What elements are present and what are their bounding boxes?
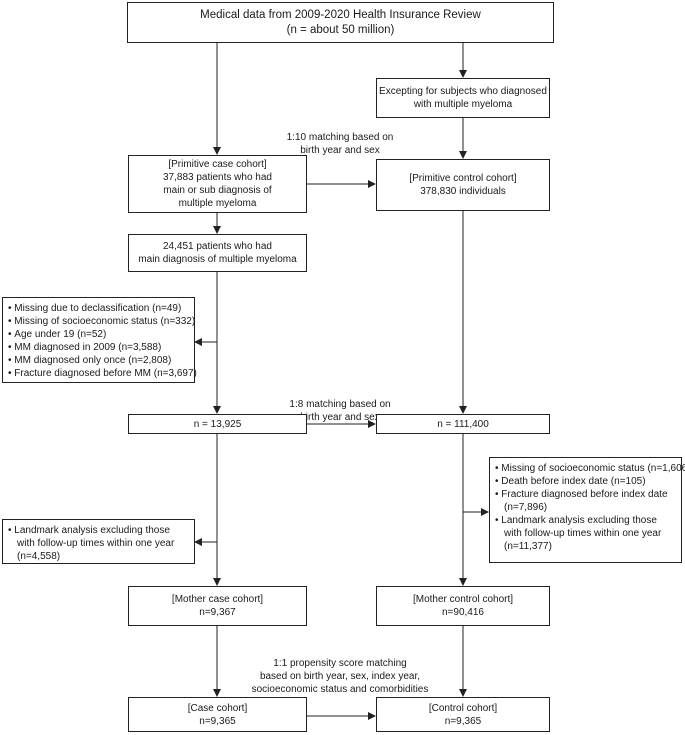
exclusion-item: Missing of socioeconomic status (n=332)	[8, 315, 195, 328]
psm-label: 1:1 propensity score matching based on b…	[240, 657, 440, 696]
exclude-mm-box: Excepting for subjects who diagnosed wit…	[376, 78, 550, 118]
control-exclusion-item: Fracture diagnosed before index date	[495, 488, 676, 501]
exclusion-item: Missing due to declassification (n=49)	[8, 302, 189, 315]
psm-line3: socioeconomic status and comorbidities	[251, 684, 429, 695]
case-cohort-box: [Case cohort] n=9,365	[128, 697, 307, 732]
exclusion-item: Age under 19 (n=52)	[8, 328, 189, 341]
primitive-case-line3: main or sub diagnosis of	[163, 185, 272, 196]
primitive-case-line2: 37,883 patients who had	[163, 172, 272, 183]
n-case-label: n = 13,925	[193, 418, 242, 430]
control-cohort-box: [Control cohort] n=9,365	[376, 697, 550, 732]
landmark-case-text1: Landmark analysis excluding those	[14, 525, 170, 536]
matching-label-1: 1:10 matching based on birth year and se…	[265, 131, 415, 157]
case-cohort-title: [Case cohort]	[187, 702, 248, 714]
primitive-control-count: 378,830 individuals	[420, 186, 506, 197]
main-dx-line1: 24,451 patients who had	[163, 241, 272, 252]
exclusion-item: MM diagnosed only once (n=2,808)	[8, 354, 189, 367]
mother-control-title: [Mother control cohort]	[412, 594, 514, 605]
source-data-box: Medical data from 2009-2020 Health Insur…	[127, 2, 554, 43]
control-exclusion-item: (n=11,377)	[504, 541, 552, 552]
mother-case-title: [Mother case cohort]	[171, 594, 264, 605]
psm-line2: based on birth year, sex, index year,	[259, 671, 421, 682]
primitive-control-box: [Primitive control cohort] 378,830 indiv…	[376, 159, 550, 211]
case-exclusions-box: Missing due to declassification (n=49) M…	[2, 297, 197, 383]
mother-case-n: n=9,367	[199, 607, 236, 618]
matching-2-line2: birth year and sex	[300, 412, 380, 423]
main-dx-line2: main diagnosis of multiple myeloma	[138, 254, 297, 265]
matching-1-line2: birth year and sex	[300, 145, 380, 156]
n-case-box: n = 13,925	[128, 414, 307, 434]
exclude-mm-line1: Excepting for subjects who diagnosed	[379, 86, 547, 97]
control-exclusion-item: Landmark analysis excluding those	[495, 514, 676, 527]
exclusion-item: Fracture diagnosed before MM (n=3,697)	[8, 367, 197, 380]
mother-control-n: n=90,416	[442, 607, 484, 618]
control-cohort-title: [Control cohort]	[428, 702, 498, 714]
source-title: Medical data from 2009-2020 Health Insur…	[200, 8, 481, 21]
landmark-case-line3: (n=4,558)	[17, 551, 61, 562]
primitive-control-title: [Primitive control cohort]	[409, 173, 517, 184]
landmark-case-box: • Landmark analysis excluding those with…	[2, 519, 195, 564]
source-n: (n = about 50 million)	[286, 23, 395, 36]
n-control-label: n = 111,400	[437, 418, 489, 430]
exclusion-item: MM diagnosed in 2009 (n=3,588)	[8, 341, 189, 354]
landmark-case-line2: with follow-up times within one year	[17, 538, 175, 549]
matching-label-2: 1:8 matching based on birth year and sex	[265, 398, 415, 424]
matching-2-line1: 1:8 matching based on	[289, 399, 391, 410]
control-cohort-n: n=9,365	[444, 715, 482, 727]
case-cohort-n: n=9,365	[199, 715, 236, 727]
primitive-case-box: [Primitive case cohort] 37,883 patients …	[128, 155, 307, 213]
primitive-case-title: [Primitive case cohort]	[168, 159, 267, 170]
mother-case-box: [Mother case cohort] n=9,367	[128, 586, 307, 626]
control-exclusion-item: Missing of socioeconomic status (n=1,606…	[495, 462, 685, 475]
matching-1-line1: 1:10 matching based on	[286, 132, 394, 143]
n-control-box: n = 111,400	[376, 414, 550, 434]
psm-line1: 1:1 propensity score matching	[273, 658, 407, 669]
primitive-case-line4: multiple myeloma	[178, 198, 257, 209]
control-exclusion-item: with follow-up times within one year	[504, 528, 662, 539]
control-exclusion-item: (n=7,896)	[504, 502, 548, 513]
mother-control-box: [Mother control cohort] n=90,416	[376, 586, 550, 626]
landmark-case-line1: • Landmark analysis excluding those	[8, 525, 170, 536]
exclude-mm-line2: with multiple myeloma	[413, 99, 513, 110]
control-exclusion-item: Death before index date (n=105)	[495, 475, 676, 488]
control-exclusions-box: Missing of socioeconomic status (n=1,606…	[489, 457, 685, 563]
main-diagnosis-box: 24,451 patients who had main diagnosis o…	[128, 234, 307, 272]
